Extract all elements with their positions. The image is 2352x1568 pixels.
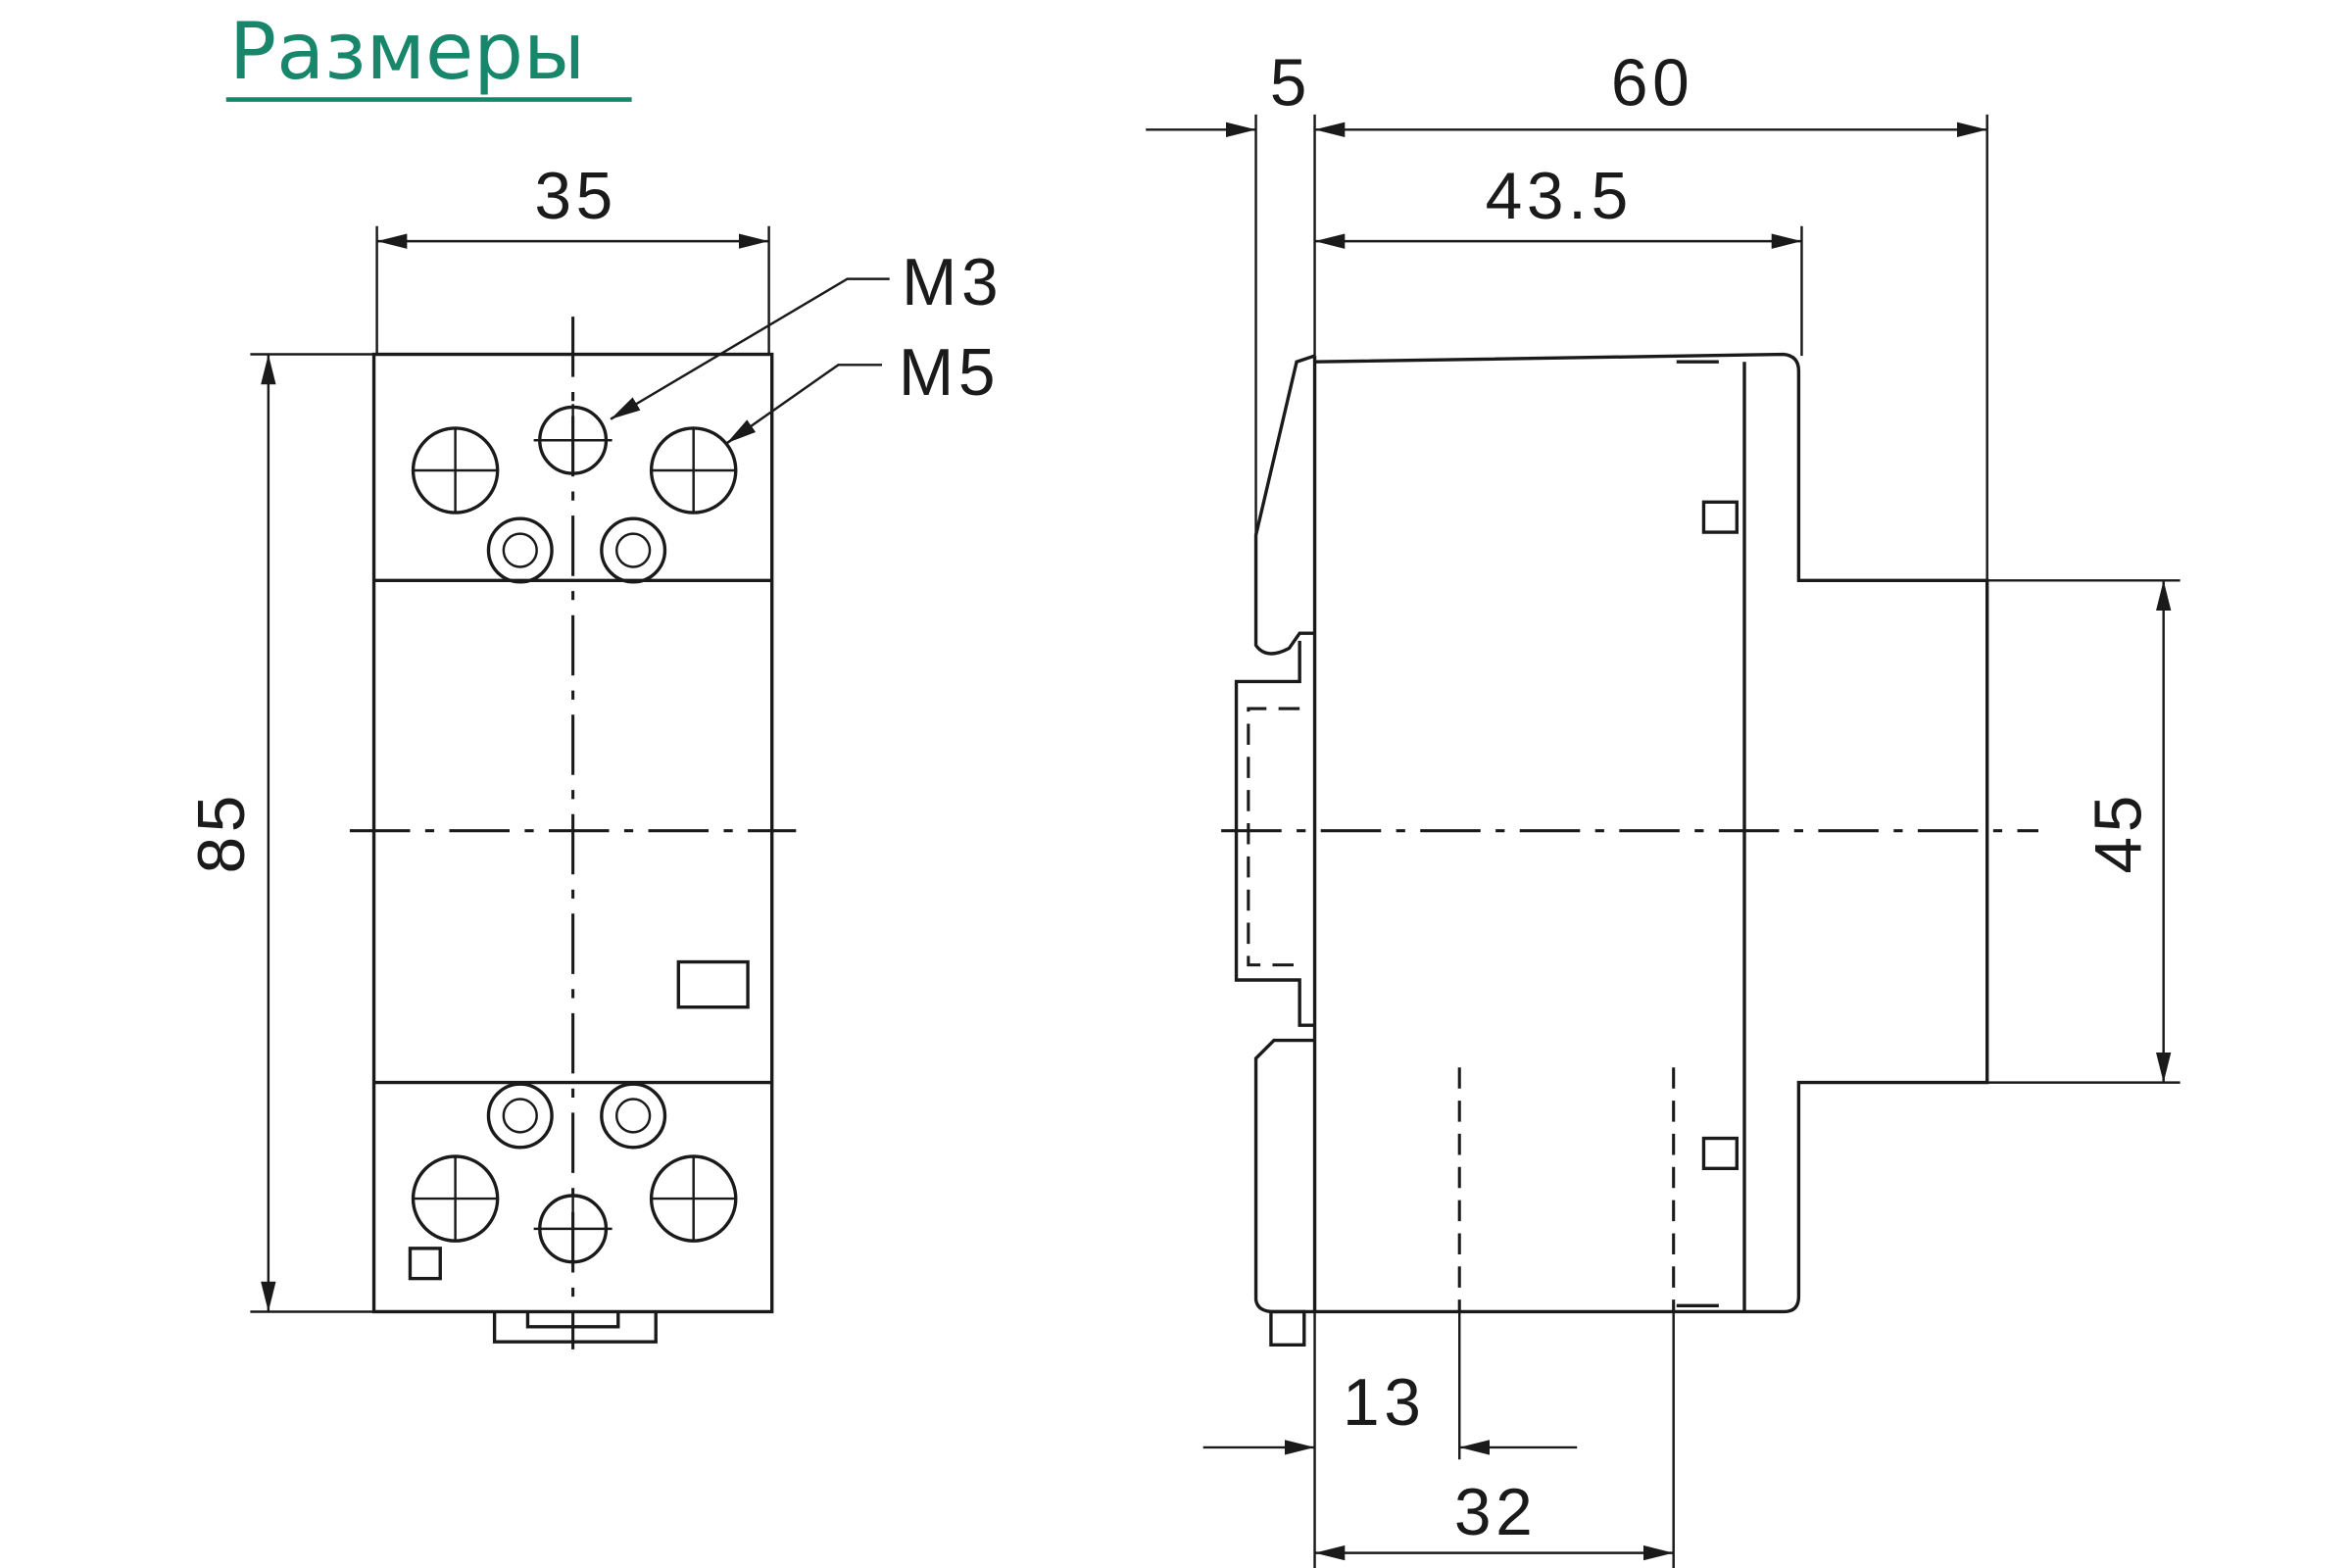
terminal-screws-top <box>411 404 738 584</box>
height-dimension: 85 <box>185 791 259 874</box>
terminal-screws-bottom <box>411 1082 738 1265</box>
side-view: 5 60 43.5 45 13 32 <box>1146 47 2180 1568</box>
m5-label: M5 <box>899 336 1000 410</box>
body-depth-dimension: 43.5 <box>1486 160 1633 233</box>
width-dimension: 35 <box>534 160 617 233</box>
page-title: Размеры <box>229 6 585 97</box>
rail-offset-dimension: 5 <box>1270 47 1311 121</box>
depth-dimension: 60 <box>1611 47 1694 121</box>
terminal-spacing-dimension: 32 <box>1454 1476 1538 1549</box>
terminal-offset-dimension: 13 <box>1343 1366 1426 1440</box>
m3-label: M3 <box>902 246 1003 319</box>
front-view: 35 85 M3 M5 <box>185 160 1003 1349</box>
front-height-dimension: 45 <box>2082 791 2156 874</box>
